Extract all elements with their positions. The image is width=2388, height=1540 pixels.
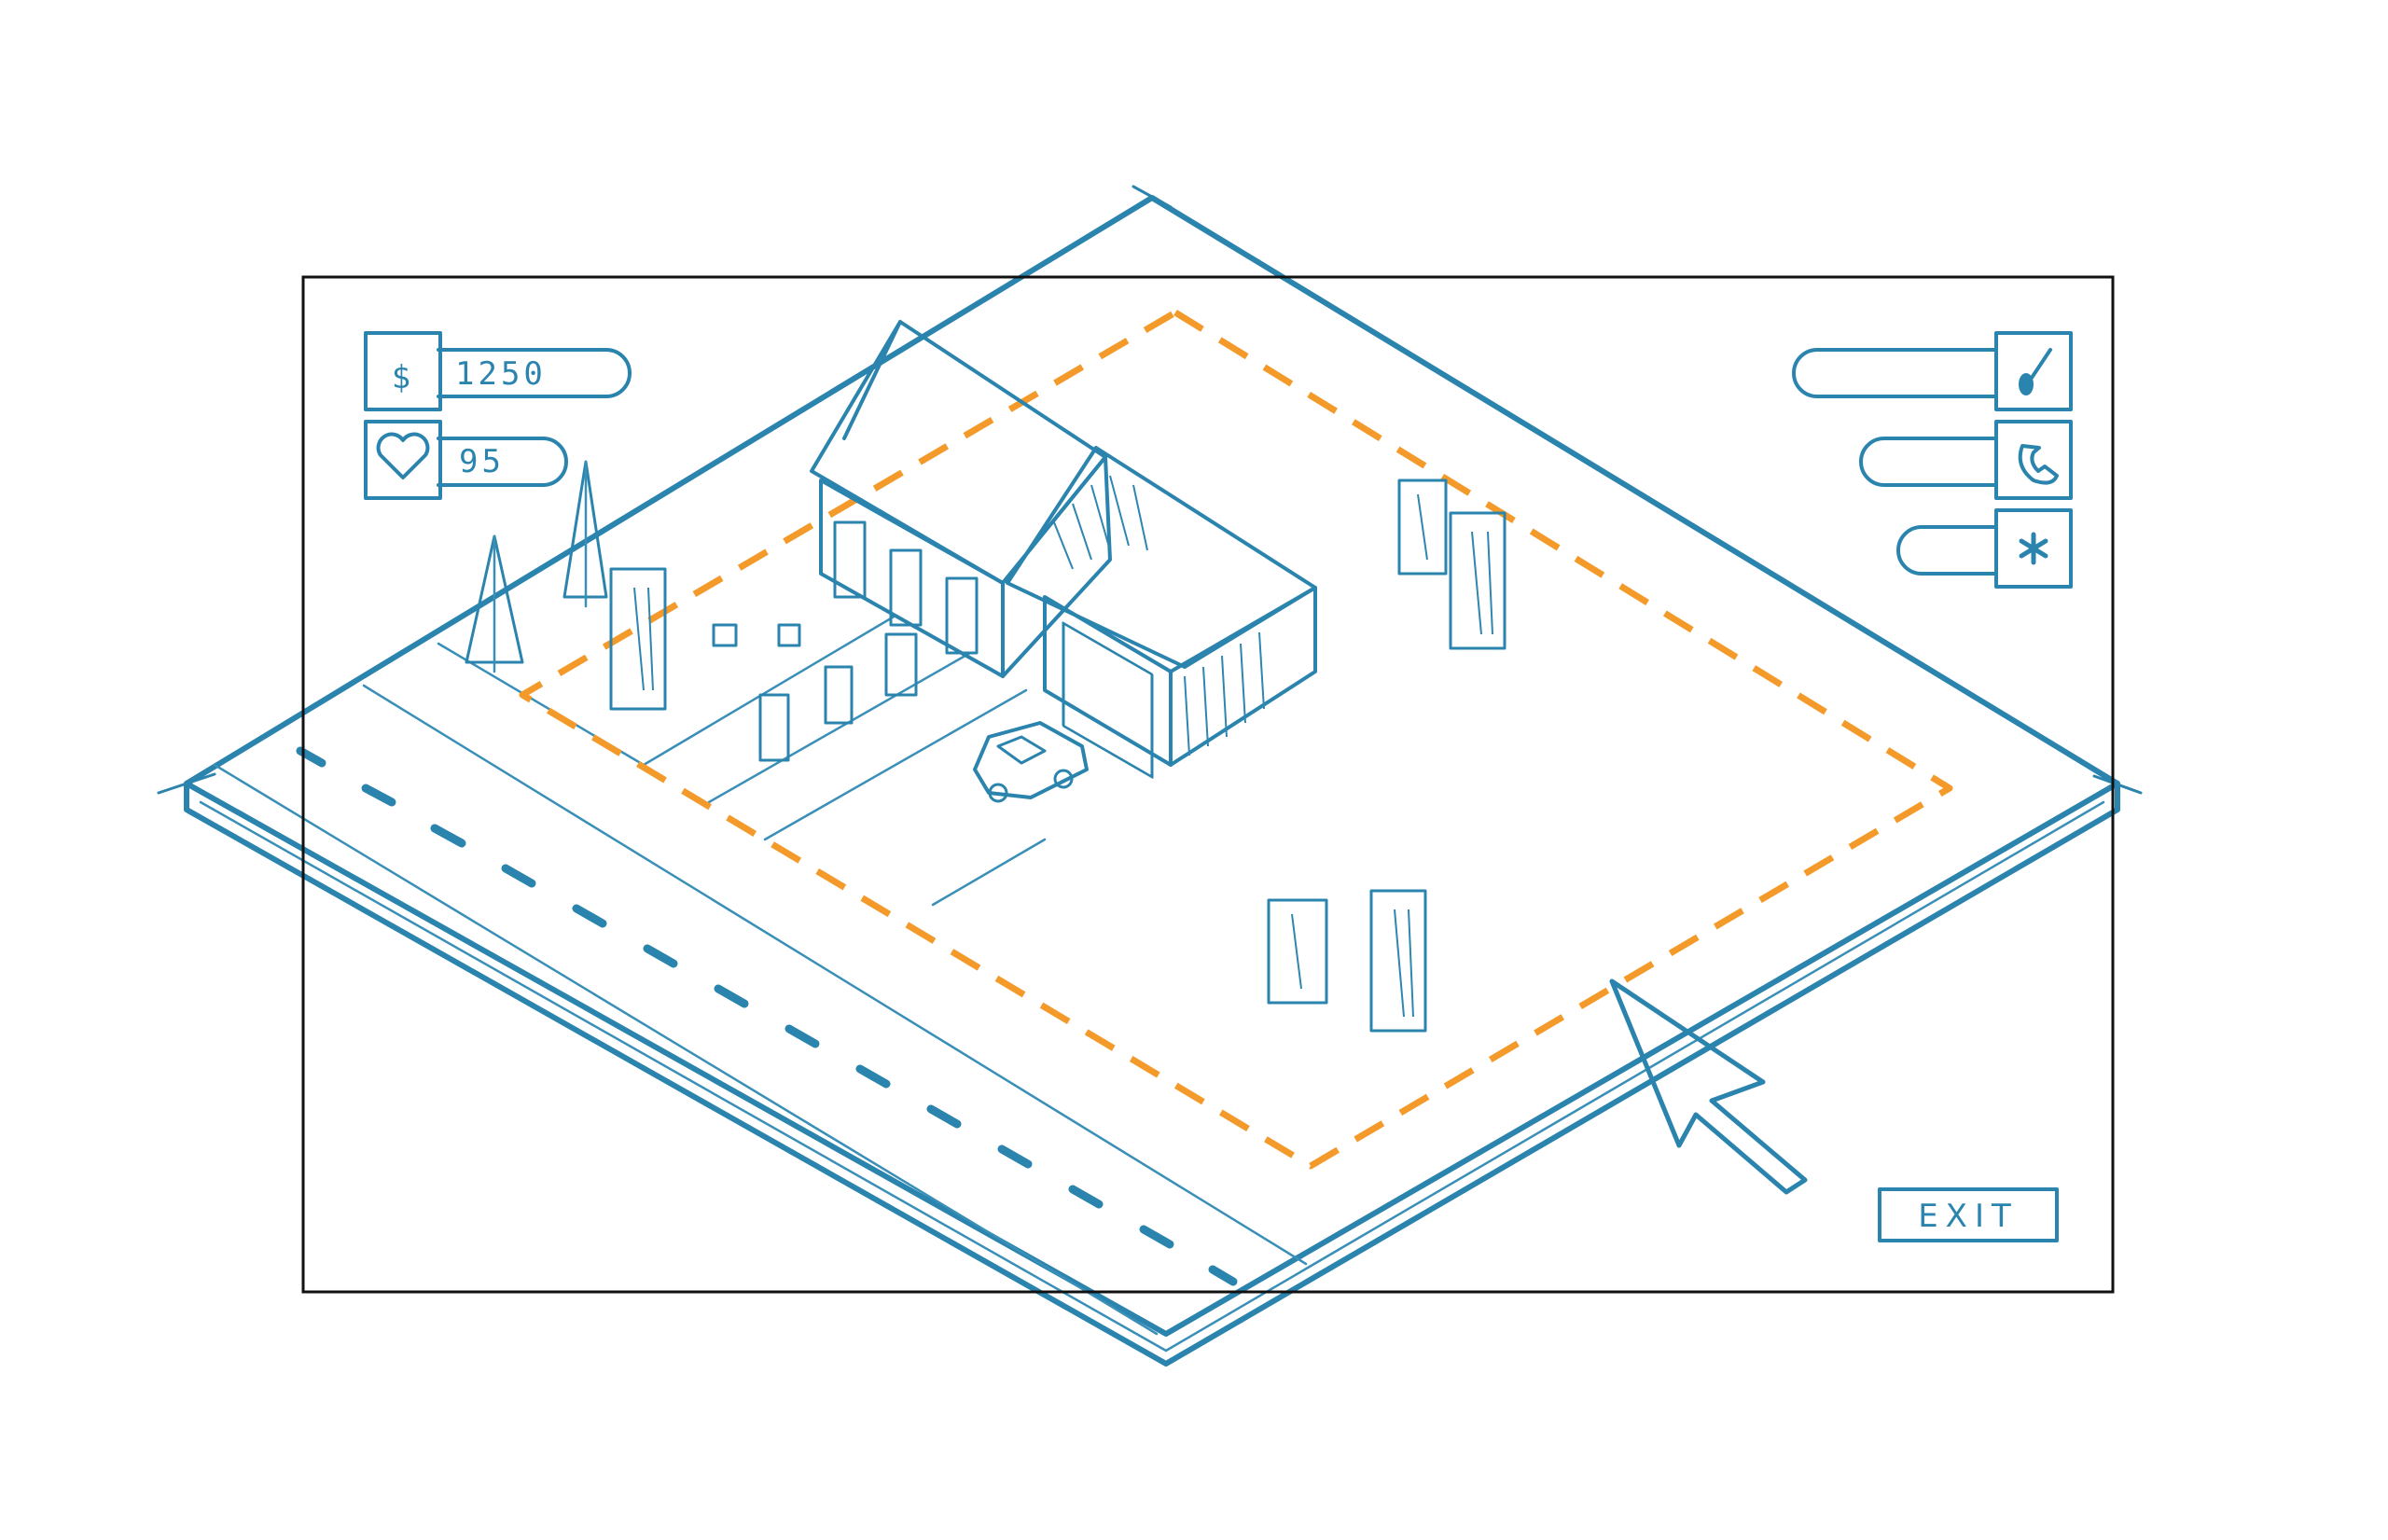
box-tree[interactable] [1267,898,1328,1005]
car[interactable] [973,721,1089,803]
dollar-glyph: $ [392,359,414,396]
money-counter: $ 1250 [364,331,632,411]
cursor-icon [1609,978,1808,1195]
shovel-tool[interactable] [1792,331,2073,411]
box-tree[interactable] [1449,511,1506,650]
box-tree[interactable] [609,567,667,711]
money-value: 1250 [455,355,547,393]
house[interactable] [810,320,1317,779]
happiness-value: 95 [459,443,505,480]
box-tree[interactable] [1397,479,1448,576]
selection-area[interactable] [519,309,1953,1170]
pine-tree[interactable] [465,534,524,673]
pine-tree[interactable] [562,460,608,608]
small-shrubs[interactable] [712,623,918,762]
lot-lines [437,614,1047,907]
shovel-icon [2019,348,2052,395]
phone-icon [2018,444,2059,485]
trees[interactable] [465,460,1506,1033]
asterisk-icon [2019,532,2048,565]
exit-button[interactable]: EXIT [1878,1187,2059,1242]
exit-label: EXIT [1918,1198,2019,1235]
heart-icon [364,420,442,500]
viewport-frame [301,275,2115,1294]
happiness-counter: 95 [364,420,568,500]
isometric-board [157,185,2143,1367]
phone-tool[interactable] [1859,420,2073,500]
box-tree[interactable] [1369,889,1427,1033]
road [213,684,1308,1336]
dollar-icon [364,331,442,411]
settings-tool[interactable] [1896,508,2073,589]
